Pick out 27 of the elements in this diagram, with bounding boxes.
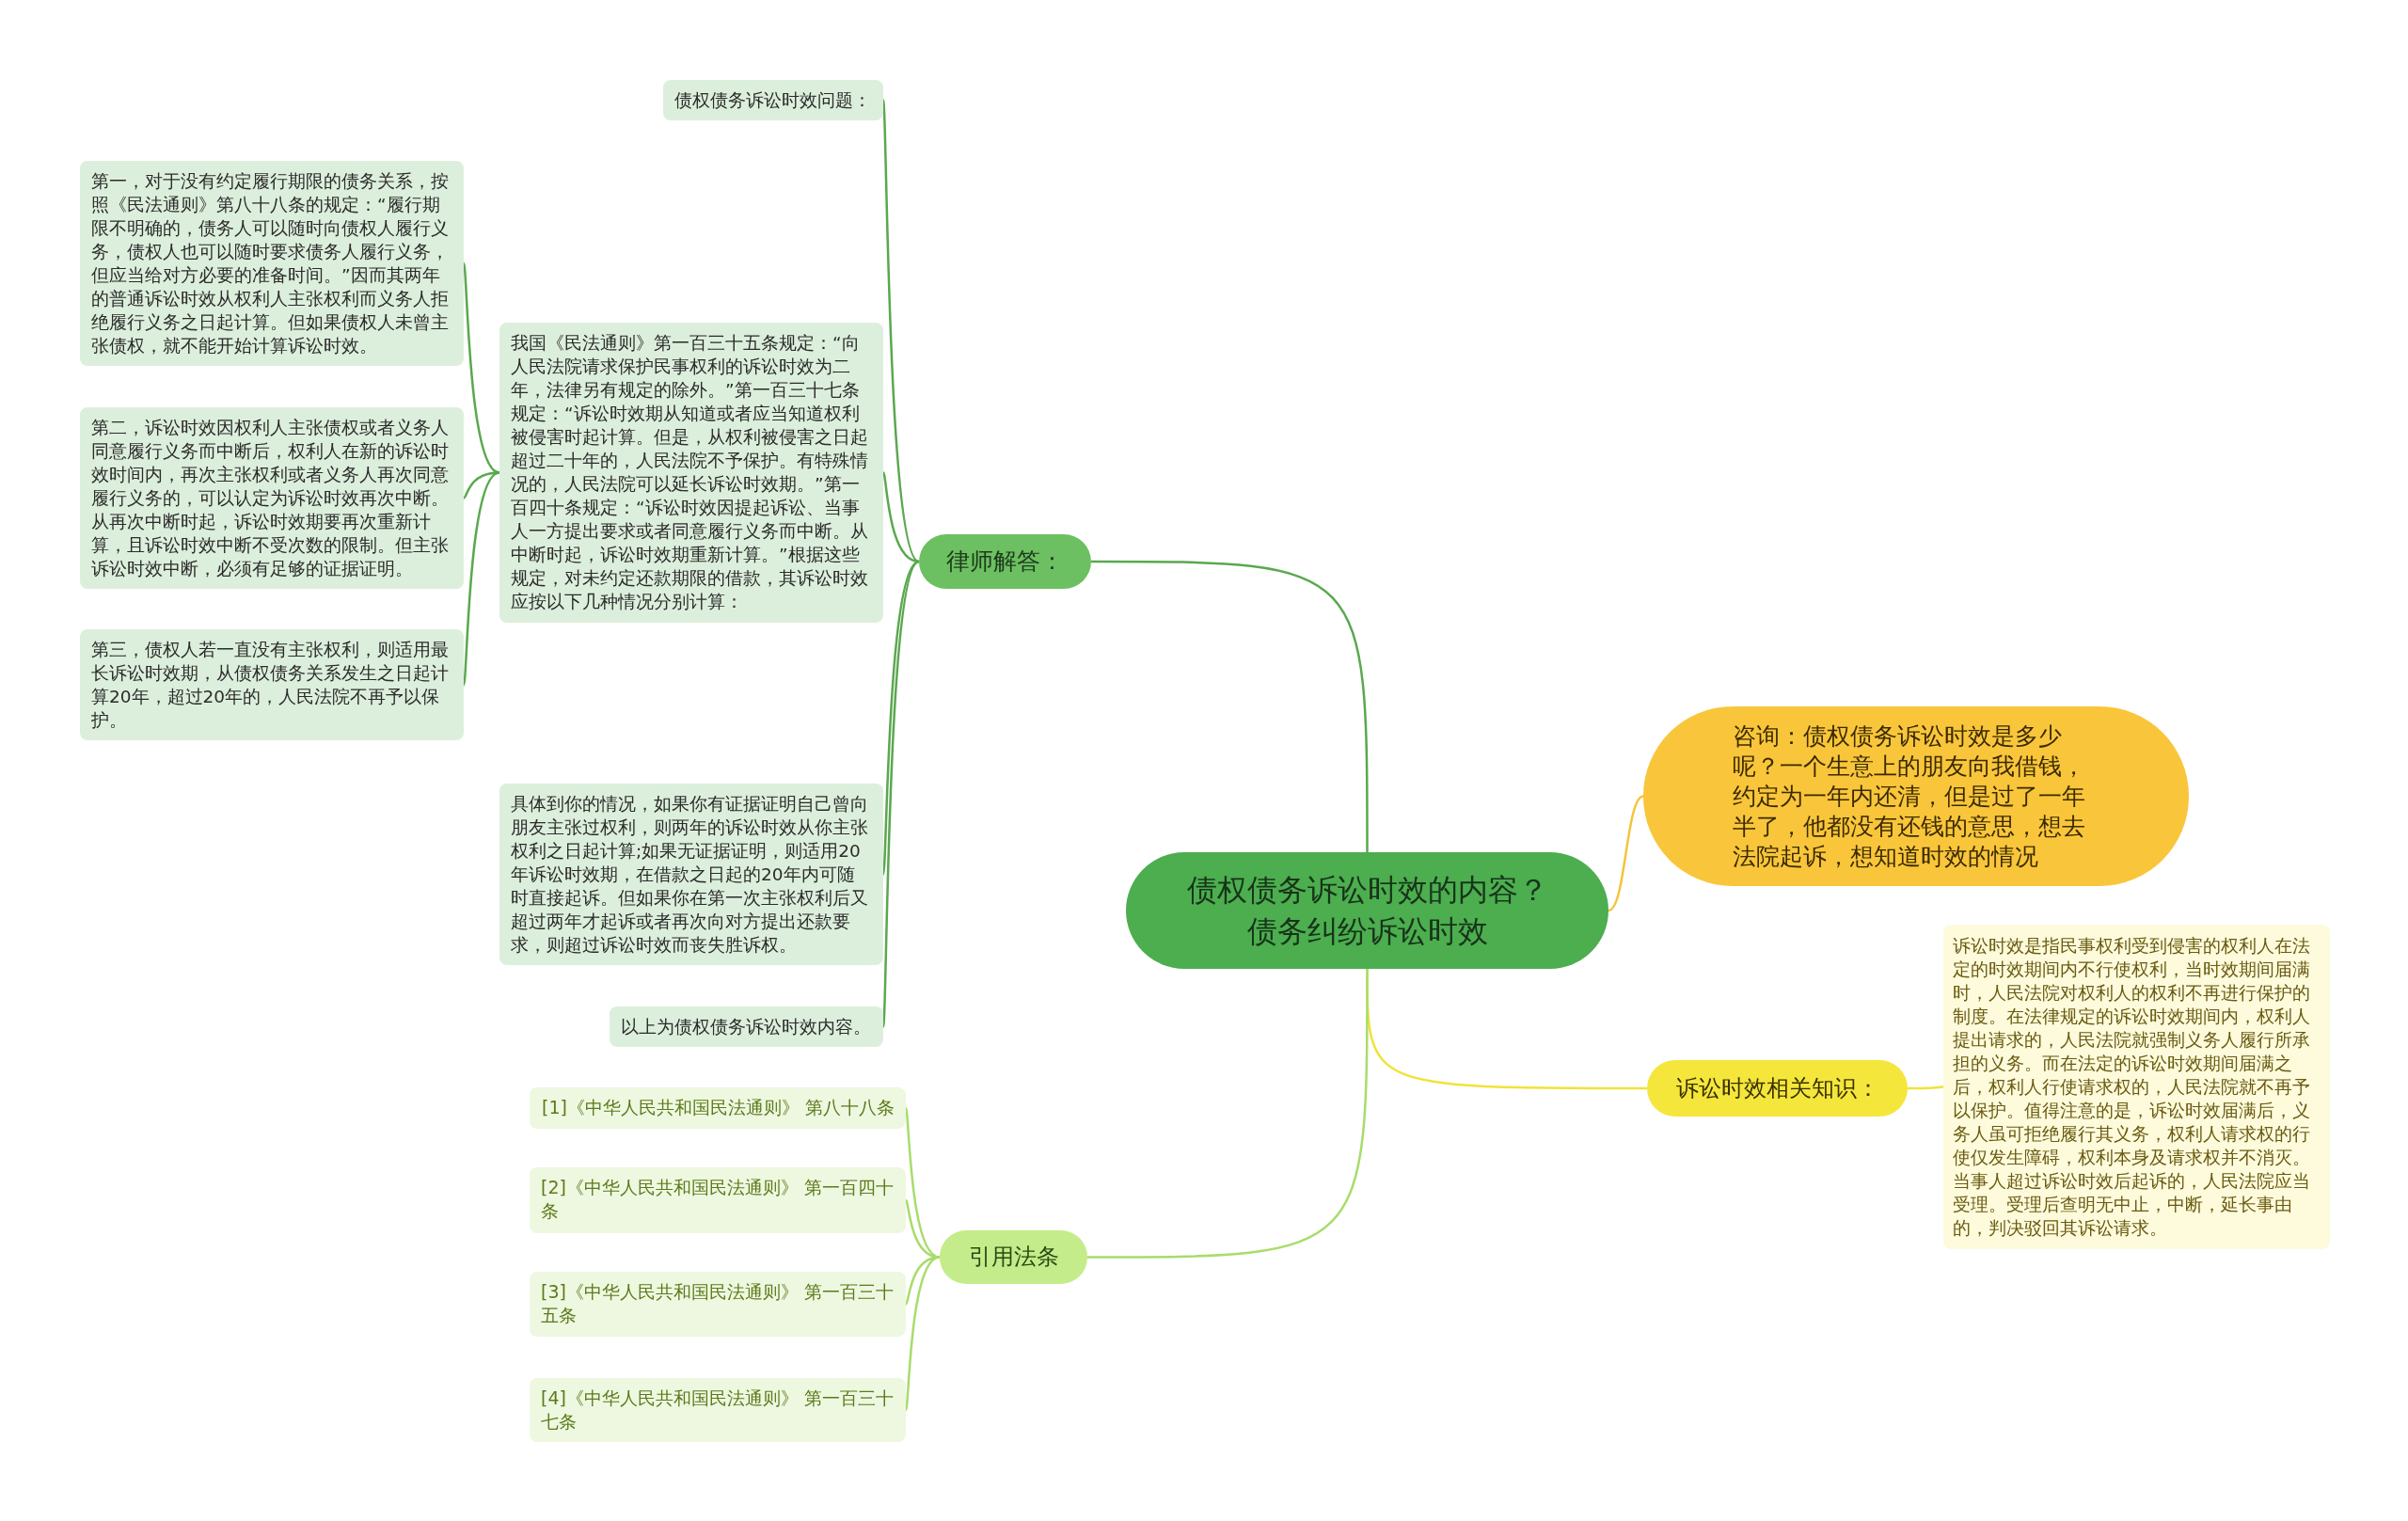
branch-topic: 引用法条 (940, 1230, 1087, 1284)
note-box: 我国《民法通则》第一百三十五条规定：“向人民法院请求保护民事权利的诉讼时效为二年，法律另有规定的除外。”第一百三十七条规定：“诉讼时效期从知道或者应当知道权利被侵害时起计算。但是，从权利被侵害之日起超过二十年的，人民法院不予保护。有特殊情况的，人民法院可以延长诉讼时效期。”第一百四十条规定：“诉讼时效因提起诉讼、当事人一方提出要求或者同意履行义务而中断。从中断时起，诉讼时效期重新计算。”根据这些规定，对未约定还款期限的借款，其诉讼时效应按以下几种情况分别计算： (499, 323, 883, 623)
note-box: 具体到你的情况，如果你有证据证明自己曾向朋友主张过权利，则两年的诉讼时效从你主张权利之日起计算;如果无证据证明，则适用20年诉讼时效期，在借款之日起的20年内可随时直接起诉。但如果你在第一次主张权利后又超过两年才起诉或者再次向对方提出还款要求，则超过诉讼时效而丧失胜诉权。 (499, 784, 883, 965)
connector-line (1908, 1085, 1944, 1090)
citation-box: [1]《中华人民共和国民法通则》 第八十八条 (530, 1087, 906, 1129)
connector-line (881, 561, 920, 875)
connector-line (1608, 795, 1644, 912)
note-box: 第一，对于没有约定履行期限的债务关系，按照《民法通则》第八十八条的规定：“履行期限不明确的，债务人可以随时向债权人履行义务，债权人也可以随时要求债务人履行义务，但应当给对方必要的准备时间。”因而其两年的普通诉讼时效从权利人主张权利而义务人拒绝履行义务之日起计算。但如果债权人未曾主张债权，就不能开始计算诉讼时效。 (80, 161, 464, 366)
note-box: 以上为债权债务诉讼时效内容。 (610, 1006, 883, 1047)
central-topic: 债权债务诉讼时效的内容？债务纠纷诉讼时效 (1126, 852, 1608, 969)
note-box: 债权债务诉讼时效问题： (663, 80, 883, 120)
note-box: 第二，诉讼时效因权利人主张债权或者义务人同意履行义务而中断后，权利人在新的诉讼时效时间内，再次主张权利或者义务人再次同意履行义务的，可以认定为诉讼时效再次中断。从再次中断时起，诉讼时效期要再次重新计算，且诉讼时效中断不受次数的限制。但主张诉讼时效中断，必须有足够的证据证明。 (80, 407, 464, 589)
topic-bubble: 咨询：债权债务诉讼时效是多少呢？一个生意上的朋友向我借钱，约定为一年内还清，但是过了一年半了，他都没有还钱的意思，想去法院起诉，想知道时效的情况 (1643, 706, 2189, 886)
connector-line (1091, 560, 1369, 852)
citation-box: [2]《中华人民共和国民法通则》 第一百四十条 (530, 1167, 906, 1233)
connector-line (881, 100, 920, 562)
note-box: 第三，债权人若一直没有主张权利，则适用最长诉讼时效期，从债权债务关系发生之日起计算20年，超过20年的，人民法院不再予以保护。 (80, 629, 464, 740)
connector-line (904, 1256, 941, 1411)
note-box: 诉讼时效是指民事权利受到侵害的权利人在法定的时效期间内不行使权利，当时效期间届满时，人民法院对权利人的权利不再进行保护的制度。在法律规定的诉讼时效期间内，权利人提出请求的，人民法院就强制义务人履行所承担的义务。而在法定的诉讼时效期间届满之后，权利人行使请求权的，人民法院就不再予以保护。值得注意的是，诉讼时效届满后，义务人虽可拒绝履行其义务，权利人请求权的行使仅发生障碍，权利本身及请求权并不消灭。当事人超过诉讼时效后起诉的，人民法院应当受理。受理后查明无中止，中断，延长事由的，判决驳回其诉讼请求。 (1943, 925, 2330, 1249)
connector-line (881, 472, 920, 563)
citation-box: [4]《中华人民共和国民法通则》 第一百三十七条 (530, 1378, 906, 1442)
citation-box: [3]《中华人民共和国民法通则》 第一百三十五条 (530, 1272, 906, 1337)
connector-line (881, 561, 920, 1027)
branch-topic: 诉讼时效相关知识： (1647, 1060, 1908, 1117)
connector-line (1087, 969, 1369, 1259)
connector-line (462, 471, 500, 686)
branch-topic: 律师解答： (919, 534, 1091, 589)
